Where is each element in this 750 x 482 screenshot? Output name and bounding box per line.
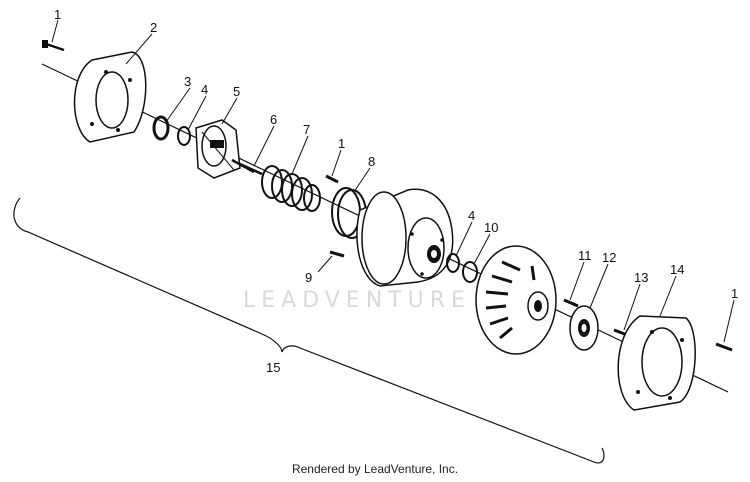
part-4-washer-lower[interactable] [446, 253, 460, 273]
part-1-bolt-middle[interactable] [325, 174, 339, 184]
render-credit: Rendered by LeadVenture, Inc. [291, 462, 459, 476]
callout-2: 2 [150, 20, 157, 35]
part-2-plate[interactable] [73, 51, 147, 143]
part-9-bolt[interactable] [329, 250, 345, 258]
callout-3: 3 [184, 74, 191, 89]
callout-4-upper: 4 [201, 82, 208, 97]
callout-15: 15 [266, 360, 280, 375]
callout-8: 8 [368, 154, 375, 169]
callout-13: 13 [634, 270, 648, 285]
callout-1-top-left: 1 [54, 7, 61, 22]
part-1-bolt-right[interactable] [715, 342, 733, 352]
callout-6: 6 [270, 112, 277, 127]
part-1-bolt-left[interactable] [42, 40, 65, 52]
leader-lines [51, 19, 735, 343]
part-14-plate[interactable] [617, 315, 696, 411]
callout-1-right: 1 [731, 286, 738, 301]
fixed-sheave-fan[interactable] [475, 245, 557, 355]
callout-5: 5 [233, 84, 240, 99]
callout-4-lower: 4 [468, 208, 475, 223]
callout-12: 12 [602, 250, 616, 265]
watermark-text: LEADVENTURE [243, 288, 471, 313]
part-6-pin[interactable] [239, 162, 263, 176]
part-5-spider-assembly[interactable] [195, 119, 255, 179]
part-3-snap-ring[interactable] [152, 115, 170, 141]
part-4-washer-upper[interactable] [177, 126, 191, 146]
callout-10: 10 [484, 220, 498, 235]
callout-14: 14 [670, 262, 684, 277]
callout-7: 7 [303, 122, 310, 137]
part-12-cover[interactable] [569, 305, 599, 351]
part-11-bushing[interactable] [563, 298, 579, 308]
assembly-brace [13, 197, 605, 464]
part-10-washer[interactable] [462, 261, 478, 283]
moveable-sheave[interactable] [356, 188, 454, 287]
callout-11: 11 [578, 248, 592, 263]
callout-9: 9 [305, 270, 312, 285]
callout-1-middle: 1 [338, 136, 345, 151]
